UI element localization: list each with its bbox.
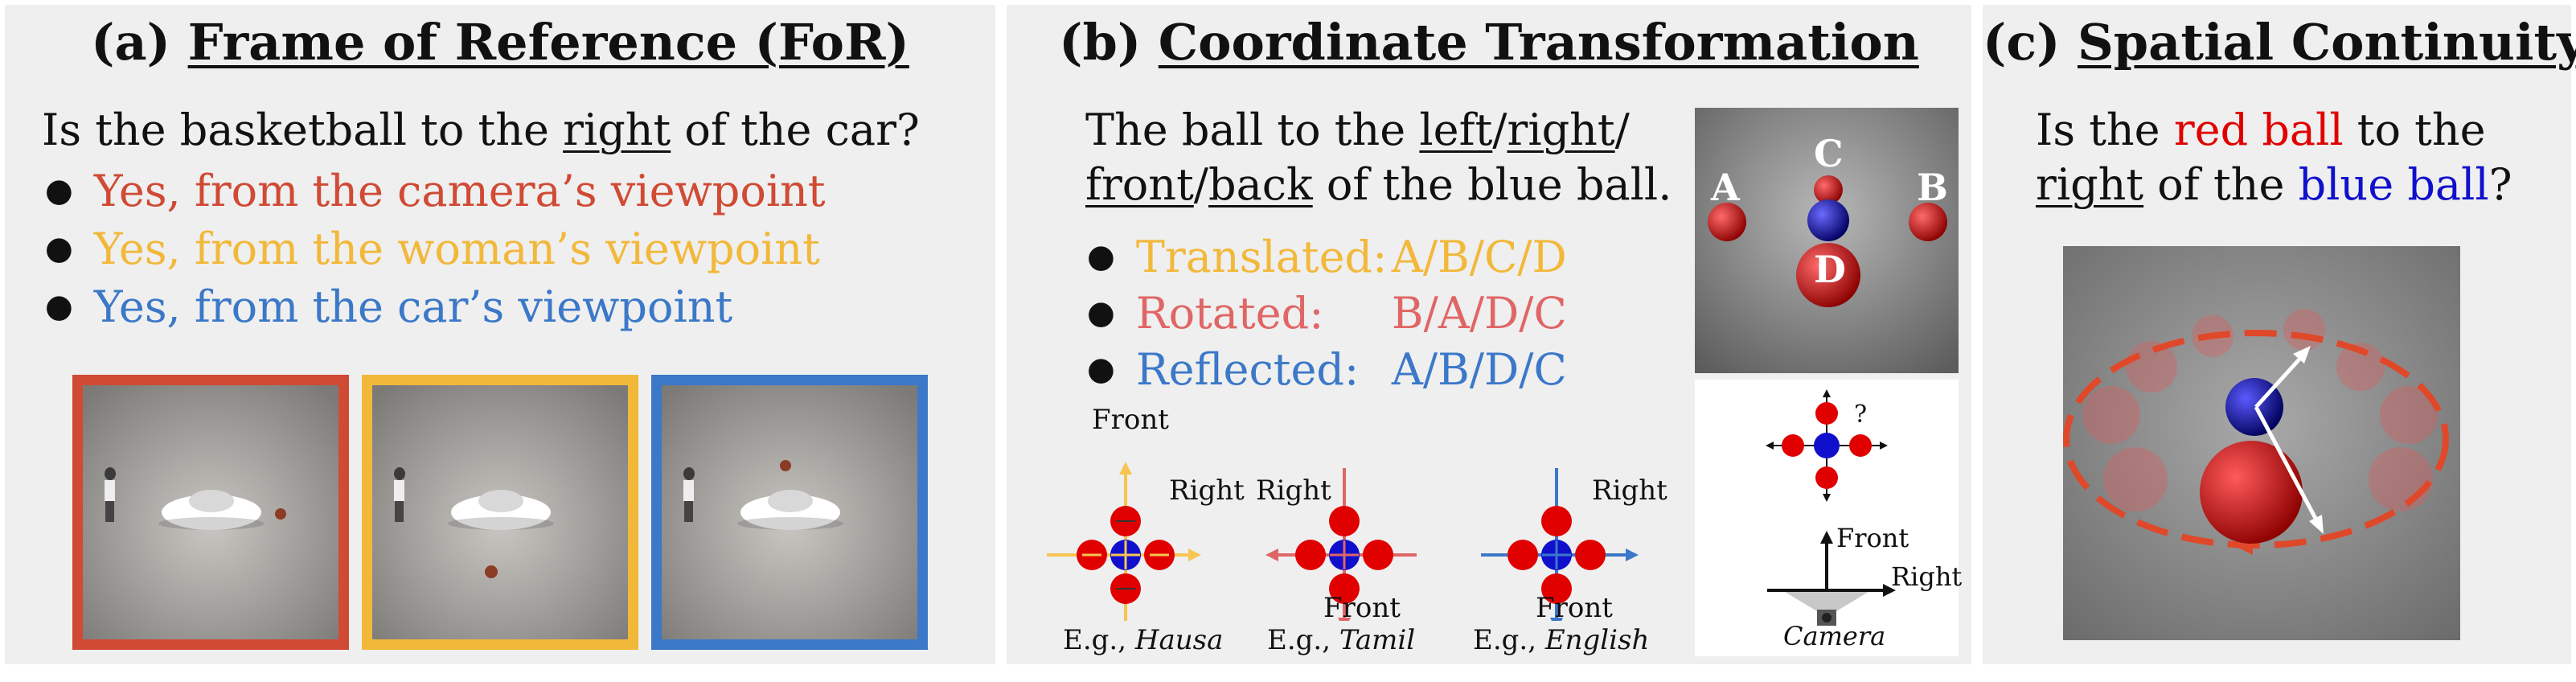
red-ball-text: red ball bbox=[2173, 105, 2344, 155]
ball-scene-photo: A B C D bbox=[1695, 108, 1959, 373]
label-front: Front bbox=[1536, 592, 1613, 624]
panel-b-title-prefix: (b) bbox=[1059, 13, 1142, 72]
label-d: D bbox=[1814, 248, 1846, 291]
label-right: Right bbox=[1256, 475, 1331, 507]
bullet-value: A/B/C/D bbox=[1391, 232, 1567, 282]
label-a: A bbox=[1711, 166, 1740, 209]
label-b: B bbox=[1917, 166, 1948, 209]
panel-c-title-main: Spatial Continuity bbox=[2078, 13, 2576, 72]
panel-a-title-main: Frame of Reference (FoR) bbox=[187, 13, 909, 72]
label-camera: Camera bbox=[1783, 621, 1886, 651]
diagram-hausa: Front Right E.g., Hausa bbox=[1039, 399, 1245, 656]
example-language: Hausa bbox=[1134, 624, 1224, 656]
question-underlined-word: right bbox=[563, 105, 671, 155]
example-language: Tamil bbox=[1339, 624, 1416, 656]
text: of the blue ball. bbox=[1312, 159, 1672, 210]
bullet-text: Yes, from the woman’s viewpoint bbox=[93, 224, 820, 274]
scene-image-camera-view bbox=[72, 375, 349, 650]
question-text-end: of the car? bbox=[671, 105, 920, 155]
example-hausa: E.g., Hausa bbox=[1063, 624, 1223, 656]
spatial-continuity-image bbox=[2063, 246, 2460, 640]
panel-b-line-2: front/back of the blue ball. bbox=[1085, 159, 1672, 210]
panel-c-question-line-1: Is the red ball to the bbox=[2036, 105, 2486, 155]
label-front: Front bbox=[1323, 592, 1401, 624]
example-english: E.g., English bbox=[1473, 624, 1649, 656]
example-prefix: E.g., bbox=[1473, 624, 1545, 656]
example-prefix: E.g., bbox=[1267, 624, 1339, 656]
bullet-value: B/A/D/C bbox=[1391, 288, 1567, 339]
label-c: C bbox=[1814, 132, 1844, 175]
panel-b-title-main: Coordinate Transformation bbox=[1158, 13, 1919, 72]
bullet-text: Yes, from the car’s viewpoint bbox=[93, 281, 733, 332]
panel-a-title: (a) Frame of Reference (FoR) bbox=[5, 13, 995, 72]
basketball bbox=[485, 565, 498, 578]
woman-figure bbox=[105, 467, 116, 522]
text: The ball to the bbox=[1085, 105, 1420, 155]
word-left: left bbox=[1419, 105, 1493, 155]
label-right: Right bbox=[1592, 475, 1667, 507]
panel-a-question: Is the basketball to the right of the ca… bbox=[42, 105, 920, 155]
slash: / bbox=[1193, 159, 1208, 210]
basketball bbox=[780, 460, 791, 471]
panel-coordinate-transformation: (b) Coordinate Transformation The ball t… bbox=[1007, 5, 1971, 664]
label-right: Right bbox=[1169, 475, 1245, 507]
question-mark: ? bbox=[1854, 401, 1868, 429]
slash: / bbox=[1492, 105, 1507, 155]
bullet-camera-viewpoint: ●Yes, from the camera’s viewpoint bbox=[45, 166, 826, 216]
text: to the bbox=[2343, 105, 2486, 155]
bullet-woman-viewpoint: ●Yes, from the woman’s viewpoint bbox=[45, 224, 820, 274]
car-figure bbox=[448, 490, 554, 530]
word-right: right bbox=[1507, 105, 1615, 155]
bullet-car-viewpoint: ●Yes, from the car’s viewpoint bbox=[45, 281, 733, 332]
blue-ball-text: blue ball bbox=[2298, 159, 2489, 210]
word-back: back bbox=[1208, 159, 1313, 210]
bullet-value: A/B/D/C bbox=[1391, 344, 1567, 395]
label-right: Right bbox=[1891, 561, 1963, 592]
label-front: Front bbox=[1836, 523, 1909, 553]
bullet-label: Rotated: bbox=[1135, 288, 1324, 339]
panel-frame-of-reference: (a) Frame of Reference (FoR) Is the bask… bbox=[5, 5, 995, 664]
car-figure bbox=[737, 490, 843, 530]
diagram-tamil: Right Front E.g., Tamil bbox=[1248, 399, 1441, 656]
text: ? bbox=[2488, 159, 2512, 210]
camera-diagram: ? Front Right Camera bbox=[1695, 380, 1963, 656]
word-front: front bbox=[1085, 159, 1194, 210]
bullet-label: Reflected: bbox=[1135, 344, 1360, 395]
label-front: Front bbox=[1092, 404, 1169, 436]
example-prefix: E.g., bbox=[1063, 624, 1135, 656]
panel-spatial-continuity: (c) Spatial Continuity Is the red ball t… bbox=[1983, 5, 2576, 664]
text: of the bbox=[2143, 159, 2299, 210]
scene-image-car-view bbox=[651, 375, 928, 650]
bullet-reflected: ●Reflected:A/B/D/C bbox=[1087, 344, 1567, 395]
panel-b-line-1: The ball to the left/right/ bbox=[1085, 105, 1630, 155]
slash: / bbox=[1614, 105, 1630, 155]
panel-b-title: (b) Coordinate Transformation bbox=[1007, 13, 1971, 72]
woman-figure bbox=[394, 467, 405, 522]
basketball bbox=[275, 508, 286, 520]
text: Is the bbox=[2036, 105, 2174, 155]
panel-a-title-prefix: (a) bbox=[91, 13, 170, 72]
panel-c-title: (c) Spatial Continuity bbox=[1983, 13, 2576, 72]
panel-c-title-prefix: (c) bbox=[1983, 13, 2061, 72]
bullet-label: Translated: bbox=[1135, 232, 1388, 282]
panel-c-question-line-2: right of the blue ball? bbox=[2036, 159, 2512, 210]
question-text: Is the basketball to the bbox=[42, 105, 564, 155]
word-right: right bbox=[2036, 159, 2144, 210]
bullet-translated: ●Translated:A/B/C/D bbox=[1087, 232, 1567, 282]
bullet-text: Yes, from the camera’s viewpoint bbox=[93, 166, 826, 216]
scene-image-woman-view bbox=[362, 375, 638, 650]
diagram-english: Right Front E.g., English bbox=[1457, 399, 1667, 656]
example-language: English bbox=[1544, 624, 1650, 656]
example-tamil: E.g., Tamil bbox=[1267, 624, 1415, 656]
bullet-rotated: ●Rotated:B/A/D/C bbox=[1087, 288, 1567, 339]
woman-figure bbox=[683, 467, 695, 522]
car-figure bbox=[158, 490, 265, 530]
